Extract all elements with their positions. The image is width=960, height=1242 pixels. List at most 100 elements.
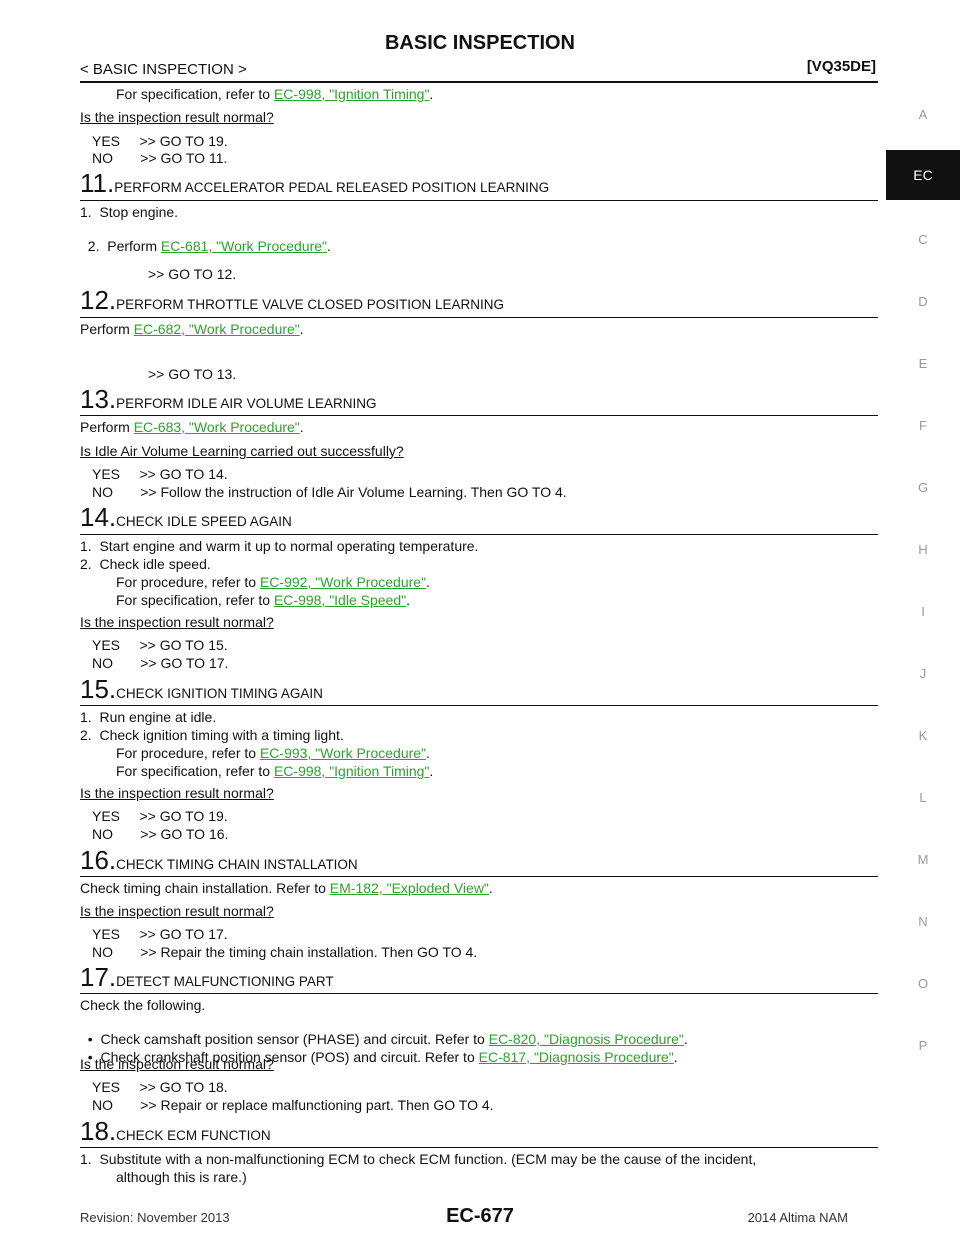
answer-yes-14: YES >> GO TO 15. <box>92 637 228 653</box>
procedure-line: For procedure, refer to EC-993, "Work Pr… <box>116 745 430 761</box>
side-index-e[interactable]: E <box>918 356 928 371</box>
list-item: 1. Substitute with a non-malfunctioning … <box>80 1151 757 1167</box>
link-ec-992-work-procedure[interactable]: EC-992, "Work Procedure" <box>259 574 427 590</box>
procedure-period: . <box>426 745 430 761</box>
page-number: EC-677 <box>446 1205 514 1227</box>
step-14-heading: 14.CHECK IDLE SPEED AGAIN <box>80 502 292 533</box>
step-divider <box>80 876 878 877</box>
step-15-heading: 15.CHECK IGNITION TIMING AGAIN <box>80 674 323 705</box>
step-title: PERFORM THROTTLE VALVE CLOSED POSITION L… <box>116 297 504 312</box>
bullet-text: • Check camshaft position sensor (PHASE)… <box>87 1031 489 1047</box>
answer-no-17: NO >> Repair or replace malfunctioning p… <box>92 1097 494 1113</box>
list-item: 1. Start engine and warm it up to normal… <box>80 538 479 554</box>
step-18-heading: 18.CHECK ECM FUNCTION <box>80 1116 271 1147</box>
question-14: Is the inspection result normal? <box>80 614 274 630</box>
list-item-text: 2. Perform <box>87 238 161 254</box>
side-index-i[interactable]: I <box>921 604 925 619</box>
list-item-continuation: although this is rare.) <box>116 1169 247 1185</box>
side-index-o[interactable]: O <box>917 976 929 991</box>
step-17-heading: 17.DETECT MALFUNCTIONING PART <box>80 962 334 993</box>
spec-period: . <box>429 763 434 779</box>
spec-line: For specification, refer to EC-998, "Ign… <box>116 763 433 779</box>
step-divider <box>80 534 878 535</box>
step-divider <box>80 1147 878 1148</box>
step-title: DETECT MALFUNCTIONING PART <box>116 974 334 989</box>
step-title: CHECK TIMING CHAIN INSTALLATION <box>116 857 358 872</box>
procedure-period: . <box>426 574 430 590</box>
step-number: 13. <box>80 384 117 414</box>
instruction-period: . <box>299 321 304 337</box>
side-index-h[interactable]: H <box>918 542 928 557</box>
answer-yes-15: YES >> GO TO 19. <box>92 808 228 824</box>
side-index-d[interactable]: D <box>918 294 928 309</box>
answer-yes-10: YES >> GO TO 19. <box>92 133 228 149</box>
answer-yes-16: YES >> GO TO 17. <box>92 926 228 942</box>
spec-text: For specification, refer to <box>116 86 274 102</box>
step-title: CHECK IDLE SPEED AGAIN <box>116 514 292 529</box>
procedure-text: For procedure, refer to <box>116 745 260 761</box>
link-ec-820-diagnosis-procedure[interactable]: EC-820, "Diagnosis Procedure" <box>488 1031 684 1047</box>
spec-line: For specification, refer to EC-998, "Ign… <box>116 86 433 102</box>
section-breadcrumb: < BASIC INSPECTION > <box>80 61 247 78</box>
step-divider <box>80 317 878 318</box>
link-ec-993-work-procedure[interactable]: EC-993, "Work Procedure" <box>259 745 427 761</box>
list-item: 2. Check idle speed. <box>80 556 211 572</box>
link-ec-998-ignition-timing[interactable]: EC-998, "Ignition Timing" <box>273 763 430 779</box>
link-ec-817-diagnosis-procedure[interactable]: EC-817, "Diagnosis Procedure" <box>478 1049 674 1065</box>
step-number: 17. <box>80 962 117 992</box>
spec-period: . <box>429 86 434 102</box>
step-title: PERFORM ACCELERATOR PEDAL RELEASED POSIT… <box>114 180 550 195</box>
step-number: 14. <box>80 502 117 532</box>
bullet-period: . <box>683 1031 688 1047</box>
page-title: BASIC INSPECTION <box>384 32 576 54</box>
side-index-g[interactable]: G <box>917 480 929 495</box>
instruction-text: Perform <box>80 419 134 435</box>
side-index-c[interactable]: C <box>918 232 928 247</box>
link-ec-683-work-procedure[interactable]: EC-683, "Work Procedure" <box>133 419 300 435</box>
spec-period: . <box>406 592 410 608</box>
side-index-j[interactable]: J <box>919 666 927 681</box>
question-13: Is Idle Air Volume Learning carried out … <box>80 443 404 459</box>
link-em-182-exploded-view[interactable]: EM-182, "Exploded View" <box>329 880 489 896</box>
step-title: CHECK ECM FUNCTION <box>116 1128 271 1143</box>
answer-no-16: NO >> Repair the timing chain installati… <box>92 944 478 960</box>
instruction-line: Perform EC-683, "Work Procedure". <box>80 419 304 435</box>
side-index-m[interactable]: M <box>917 852 929 867</box>
link-ec-998-ignition-timing[interactable]: EC-998, "Ignition Timing" <box>273 86 430 102</box>
answer-yes-17: YES >> GO TO 18. <box>92 1079 228 1095</box>
bullet-period: . <box>673 1049 678 1065</box>
step-divider <box>80 415 878 416</box>
list-item: 1. Run engine at idle. <box>80 709 217 725</box>
side-index-l[interactable]: L <box>919 790 927 805</box>
step-11-heading: 11.PERFORM ACCELERATOR PEDAL RELEASED PO… <box>80 168 549 199</box>
side-index-ec[interactable]: EC <box>886 150 960 200</box>
goto-12: >> GO TO 12. <box>148 266 237 282</box>
link-ec-998-idle-speed[interactable]: EC-998, "Idle Speed" <box>273 592 407 608</box>
side-index-p[interactable]: P <box>918 1038 928 1053</box>
step-number: 12. <box>80 285 117 315</box>
side-index-a[interactable]: A <box>918 107 928 122</box>
instruction-line: Check timing chain installation. Refer t… <box>80 880 493 896</box>
instruction-period: . <box>488 880 493 896</box>
step-title: CHECK IGNITION TIMING AGAIN <box>116 686 323 701</box>
side-index-f[interactable]: F <box>919 418 927 433</box>
side-index-k[interactable]: K <box>918 728 928 743</box>
goto-13: >> GO TO 13. <box>148 366 237 382</box>
procedure-line: For procedure, refer to EC-992, "Work Pr… <box>116 574 430 590</box>
list-item: 1. Stop engine. <box>80 204 179 220</box>
instruction-period: . <box>299 419 304 435</box>
question-17: Is the inspection result normal? <box>80 1056 274 1072</box>
link-ec-681-work-procedure[interactable]: EC-681, "Work Procedure" <box>160 238 328 254</box>
step-13-heading: 13.PERFORM IDLE AIR VOLUME LEARNING <box>80 384 376 415</box>
step-divider <box>80 200 878 201</box>
list-item-period: . <box>327 238 331 254</box>
step-title: PERFORM IDLE AIR VOLUME LEARNING <box>116 396 377 411</box>
link-ec-682-work-procedure[interactable]: EC-682, "Work Procedure" <box>133 321 300 337</box>
step-number: 15. <box>80 674 117 704</box>
step-divider <box>80 705 878 706</box>
answer-no-14: NO >> GO TO 17. <box>92 655 229 671</box>
side-index-n[interactable]: N <box>918 914 928 929</box>
question-16: Is the inspection result normal? <box>80 903 274 919</box>
step-number: 16. <box>80 845 117 875</box>
step-12-heading: 12.PERFORM THROTTLE VALVE CLOSED POSITIO… <box>80 285 504 316</box>
